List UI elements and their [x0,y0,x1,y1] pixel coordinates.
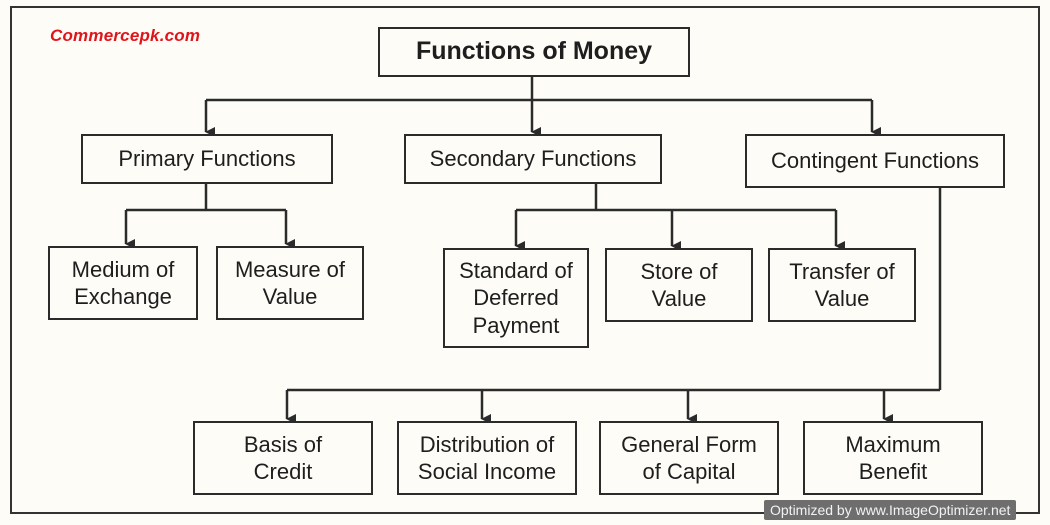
node-contingent-functions: Contingent Functions [745,134,1005,188]
site-watermark: Commercepk.com [50,26,201,45]
node-standard-of-deferred-payment: Standard of Deferred Payment [443,248,589,348]
node-transfer-of-value: Transfer of Value [768,248,916,322]
connectors [124,77,942,424]
node-store-of-value: Store of Value [605,248,753,322]
diagram-frame [10,6,1040,514]
node-basis-of-credit: Basis of Credit [193,421,373,495]
node-distribution-of-social-income: Distribution of Social Income [397,421,577,495]
node-medium-of-exchange: Medium of Exchange [48,246,198,320]
node-maximum-benefit: Maximum Benefit [803,421,983,495]
node-primary-functions: Primary Functions [81,134,333,184]
node-secondary-functions: Secondary Functions [404,134,662,184]
optimizer-watermark: Optimized by www.ImageOptimizer.net [764,500,1017,520]
node-general-form-of-capital: General Form of Capital [599,421,779,495]
node-measure-of-value: Measure of Value [216,246,364,320]
node-root: Functions of Money [378,27,690,77]
